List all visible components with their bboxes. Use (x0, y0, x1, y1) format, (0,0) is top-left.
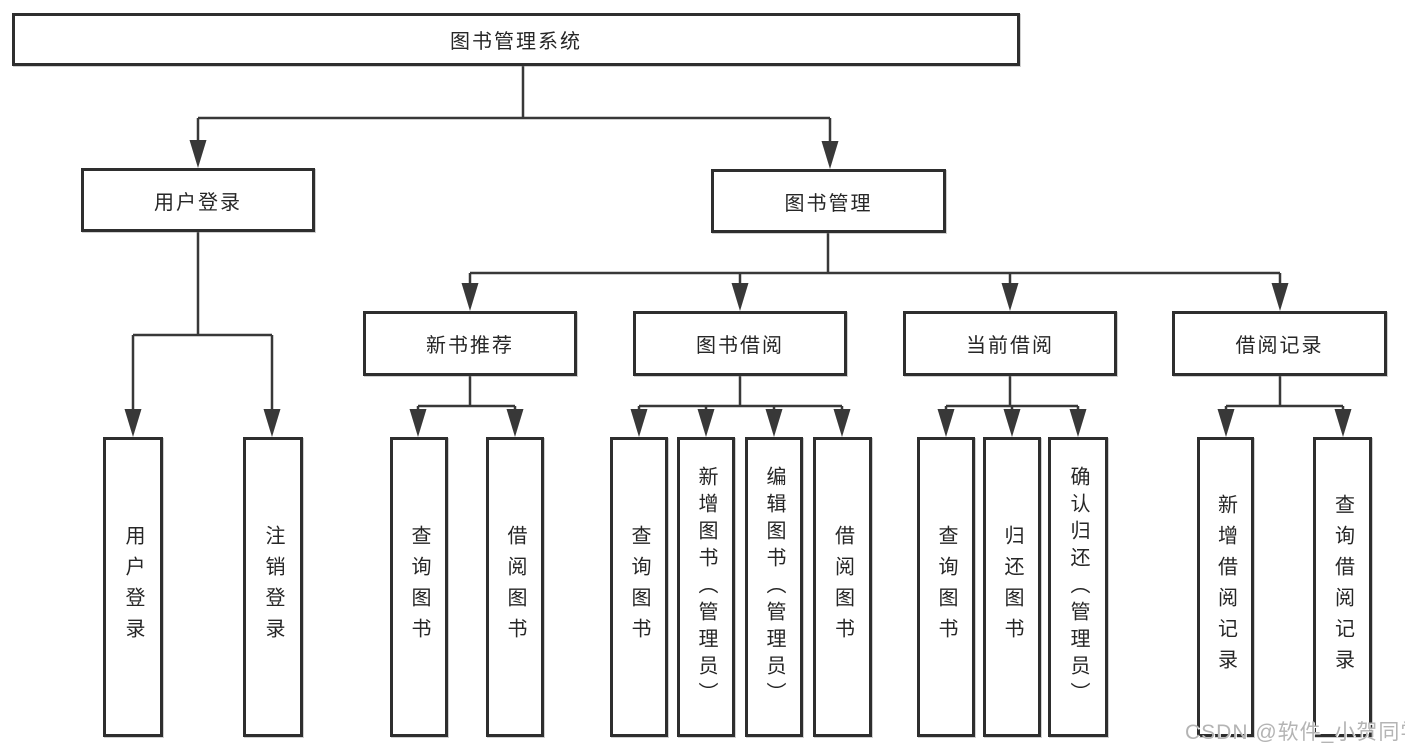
leaf-label: 借阅图书 (831, 525, 854, 649)
csdn-watermark: CSDN @软件_小贺同学 (1185, 721, 1405, 744)
node-book-borrow: 图书借阅 (633, 311, 847, 376)
leaf-query-book-current: 查询图书 (917, 437, 975, 737)
leaf-label: 确认归还（管理员） (1067, 465, 1089, 709)
leaf-borrow-book-recommend: 借阅图书 (486, 437, 544, 737)
node-new-book-recommend: 新书推荐 (363, 311, 577, 376)
leaf-label: 用户登录 (122, 525, 144, 649)
leaf-confirm-return-admin: 确认归还（管理员） (1048, 437, 1108, 737)
leaf-user-login: 用户登录 (103, 437, 163, 737)
leaf-query-book-recommend: 查询图书 (390, 437, 448, 737)
node-borrow-record: 借阅记录 (1172, 311, 1387, 376)
node-root-system: 图书管理系统 (12, 13, 1020, 66)
leaf-label: 归还图书 (1001, 525, 1023, 649)
node-book-management: 图书管理 (711, 169, 946, 233)
leaf-logout: 注销登录 (243, 437, 303, 737)
leaf-return-book: 归还图书 (983, 437, 1041, 737)
node-user-login: 用户登录 (81, 168, 315, 232)
leaf-label: 查询借阅记录 (1331, 494, 1354, 680)
arrowheads (124, 140, 1352, 437)
leaf-label: 新增图书（管理员） (695, 465, 717, 709)
leaf-query-borrow-record: 查询借阅记录 (1313, 437, 1372, 737)
leaf-label: 编辑图书（管理员） (763, 465, 785, 709)
leaf-borrow-book: 借阅图书 (813, 437, 872, 737)
leaf-label: 查询图书 (935, 525, 957, 649)
leaf-query-book-borrow: 查询图书 (610, 437, 668, 737)
leaf-label: 查询图书 (408, 525, 430, 649)
leaf-label: 注销登录 (262, 525, 284, 649)
leaf-label: 借阅图书 (504, 525, 526, 649)
node-current-borrow: 当前借阅 (903, 311, 1117, 376)
leaf-add-borrow-record: 新增借阅记录 (1197, 437, 1254, 737)
leaf-add-book-admin: 新增图书（管理员） (677, 437, 735, 737)
leaf-label: 查询图书 (628, 525, 650, 649)
leaf-label: 新增借阅记录 (1214, 494, 1237, 680)
leaf-edit-book-admin: 编辑图书（管理员） (745, 437, 803, 737)
